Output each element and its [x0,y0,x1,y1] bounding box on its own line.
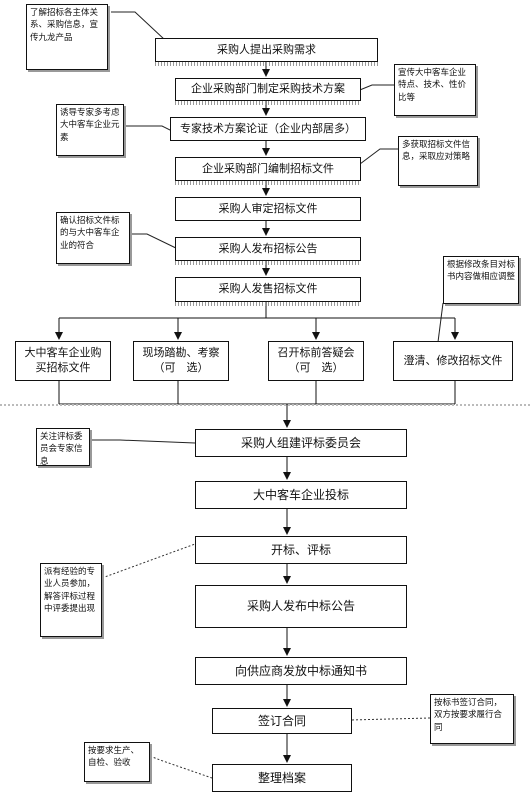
shading [155,62,378,66]
branch-buy-bid-docs: 大中客车企业购买招标文件 [15,341,111,381]
shading [175,302,361,306]
note-connector [130,233,181,251]
step-publish-notice: 采购人发布招标公告 [175,237,361,261]
note-connector [351,148,398,171]
note-produce-inspect: 按要求生产、自检、验收 [84,742,150,782]
step-open-evaluate: 开标、评标 [195,536,407,564]
shading [175,261,361,265]
step-sell-bid-docs: 采购人发售招标文件 [175,277,361,302]
note-connector [149,755,213,779]
note-connector [111,11,166,41]
step-form-committee: 采购人组建评标委员会 [195,429,407,457]
note-sign-per-bid: 按标书签订合同，双方按要求履行合同 [430,694,514,744]
note-connector [101,543,196,579]
step-archive: 整理档案 [212,764,352,792]
step-approve-bid-docs: 采购人审定招标文件 [175,197,361,221]
note-promote-features: 宣传大中客车企业特点、技术、性价比等 [394,64,476,116]
step-purchase-demand: 采购人提出采购需求 [155,38,378,62]
note-committee-info: 关注评标委员会专家信息 [36,428,90,466]
note-guide-experts: 诱导专家多考虑大中客车企业元素 [56,104,124,156]
shading [175,101,361,105]
note-connector [349,717,431,721]
step-award-notice: 采购人发布中标公告 [195,585,407,628]
note-learn-relations: 了解招标各主体关系、采购信息，宣传九龙产品 [26,4,108,70]
branch-site-visit: 现场踏勘、考察（可 选） [133,341,229,381]
step-sign-contract: 签订合同 [212,708,352,734]
step-tech-plan: 企业采购部门制定采购技术方案 [175,78,361,101]
note-connector [437,302,444,343]
note-send-experts: 派有经验的专业人员参加，解答评标过程中评委提出现 [40,563,102,637]
step-submit-bid: 大中客车企业投标 [195,481,407,509]
note-get-bid-info: 多获取招标文件信息，采取应对策略 [398,136,478,186]
note-confirm-match: 确认招标文件标的与大中客车企业的符合 [56,212,130,264]
shading [175,181,361,185]
step-expert-review: 专家技术方案论证（企业内部居多） [170,117,366,141]
branch-clarify-docs: 澄清、修改招标文件 [393,341,513,381]
branch-q-and-a: 召开标前答疑会（可 选） [268,341,364,381]
step-issue-award-letter: 向供应商发放中标通知书 [195,657,407,685]
note-adjust-bid: 根据修改条目对标书内容做相应调整 [443,256,519,304]
section-separator [0,404,530,406]
note-connector [90,439,196,444]
step-compile-bid-docs: 企业采购部门编制招标文件 [175,157,361,181]
